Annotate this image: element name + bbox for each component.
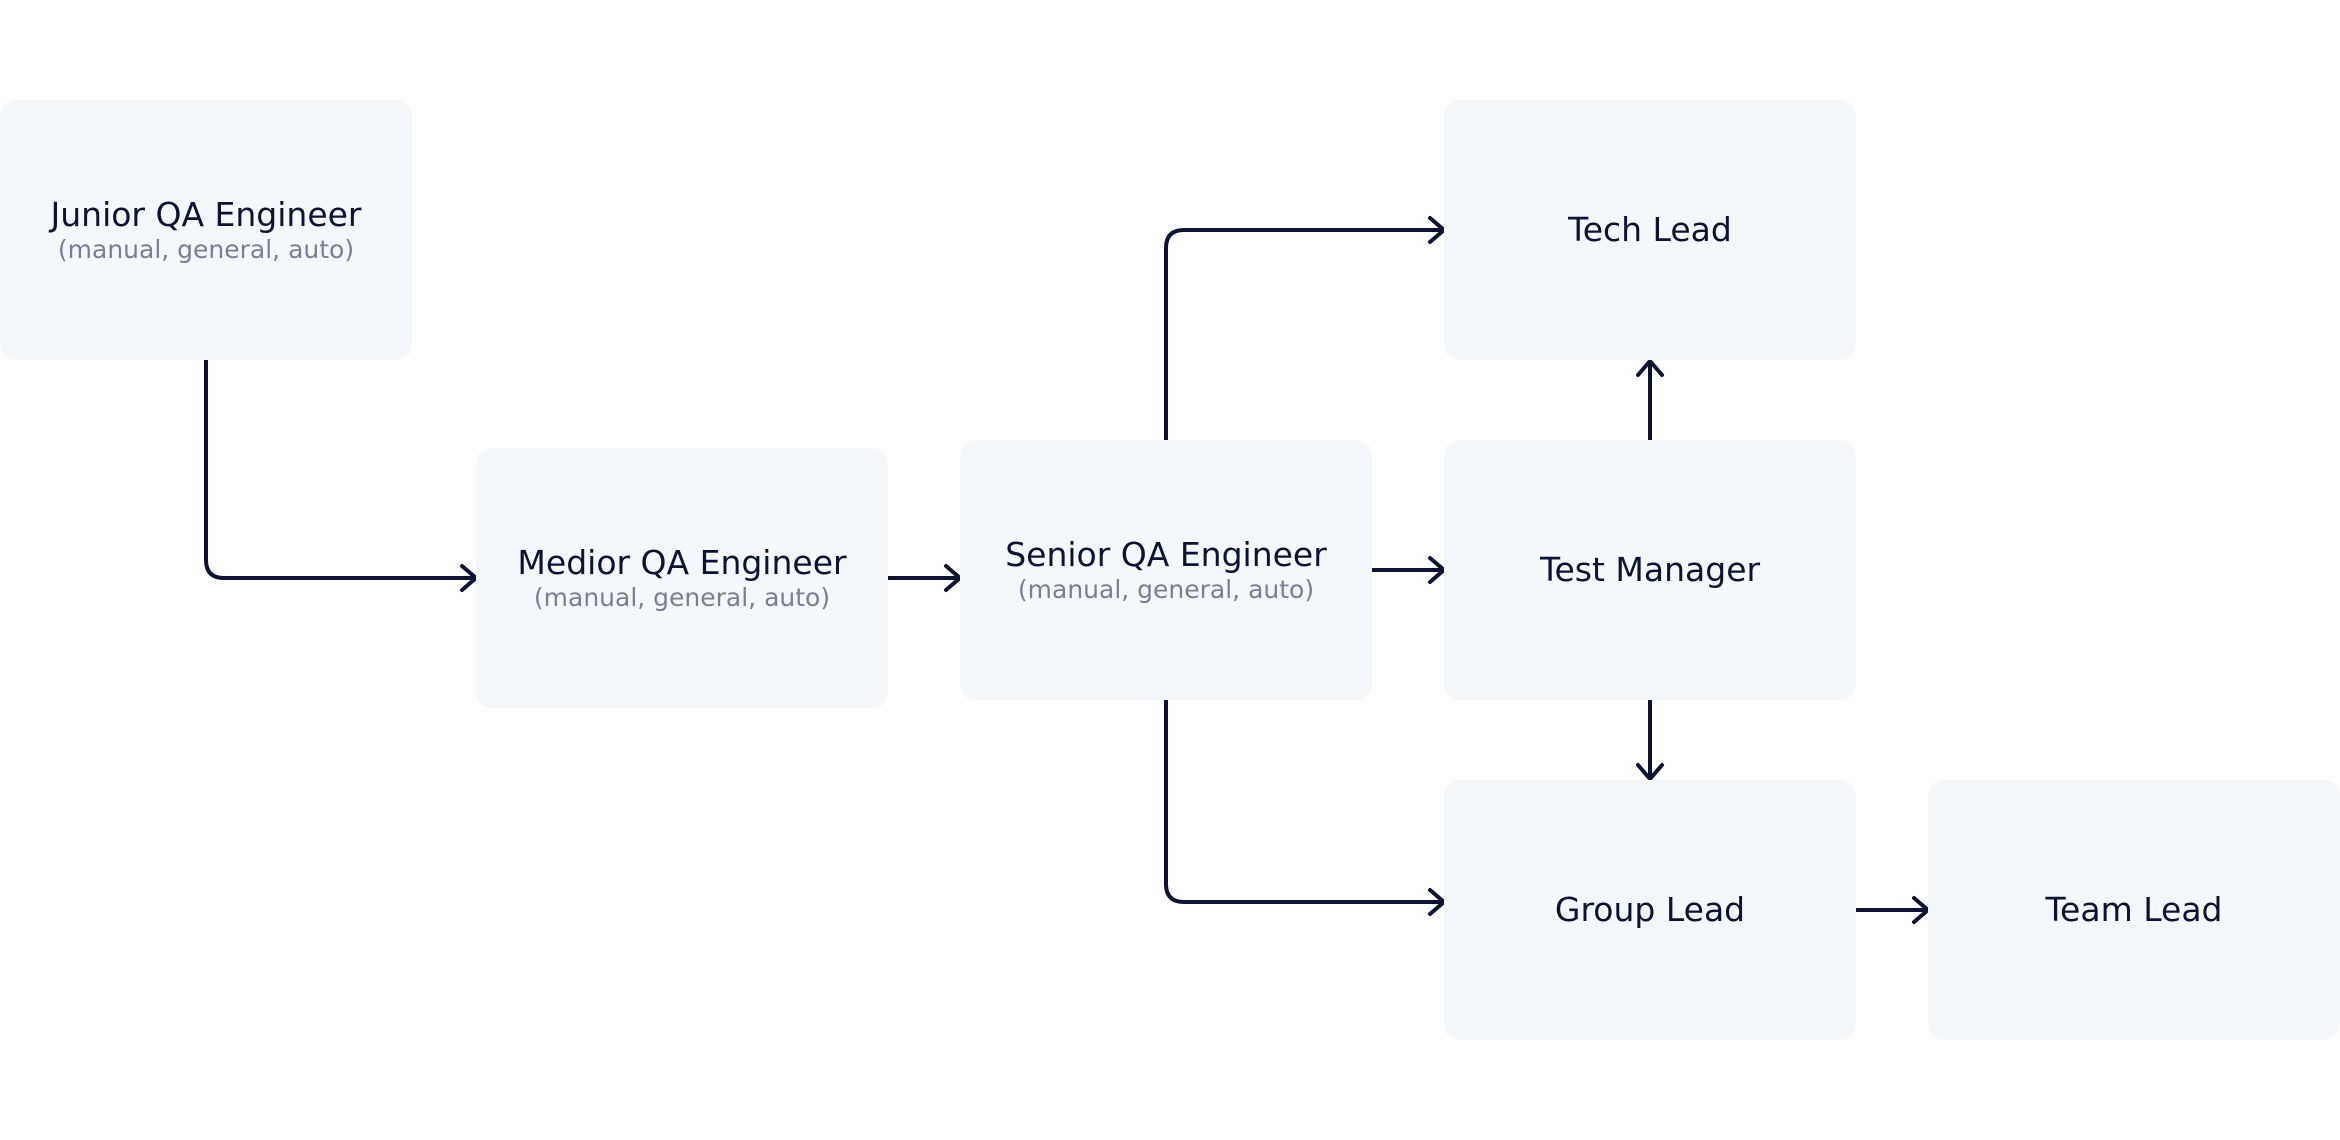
arrowhead-test-manager-to-tech-lead [1636,359,1664,377]
node-subtitle: (manual, general, auto) [1017,575,1315,604]
node-group-lead: Group Lead [1444,780,1856,1040]
node-team-lead: Team Lead [1928,780,2340,1040]
node-title: Medior QA Engineer [517,543,847,582]
node-title: Group Lead [1554,890,1746,929]
node-title: Senior QA Engineer [1005,535,1327,574]
node-title: Team Lead [2045,890,2223,929]
node-test-manager: Test Manager [1444,440,1856,700]
node-junior-qa-engineer: Junior QA Engineer (manual, general, aut… [0,100,412,360]
edge-junior-to-medior [204,358,476,580]
node-senior-qa-engineer: Senior QA Engineer (manual, general, aut… [960,440,1372,700]
edge-senior-to-group-lead [1164,698,1444,904]
node-title: Junior QA Engineer [50,195,362,234]
edge-senior-to-tech-lead [1164,228,1444,442]
arrowhead-test-manager-to-group-lead [1636,763,1664,781]
node-medior-qa-engineer: Medior QA Engineer (manual, general, aut… [476,448,888,708]
node-subtitle: (manual, general, auto) [57,235,355,264]
node-title: Test Manager [1539,550,1761,589]
node-subtitle: (manual, general, auto) [533,583,831,612]
node-tech-lead: Tech Lead [1444,100,1856,360]
node-title: Tech Lead [1568,210,1732,249]
